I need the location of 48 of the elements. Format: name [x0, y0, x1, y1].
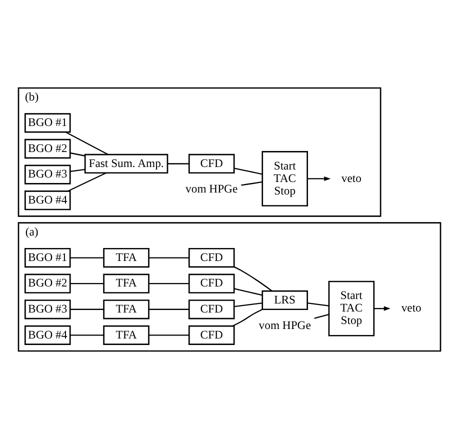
connector: [234, 288, 262, 296]
connector: [70, 334, 104, 336]
node-box: CFD: [188, 325, 235, 346]
connector: [70, 152, 86, 156]
node-text: vom HPGe: [258, 319, 311, 332]
node-box: TFA: [103, 274, 150, 294]
connector: [70, 283, 104, 284]
node-box: BGO #1: [24, 113, 71, 133]
connector: [148, 334, 190, 336]
node-box: BGO #2: [24, 274, 71, 294]
connector: [70, 168, 86, 172]
connector: [232, 308, 262, 327]
node-box: TFA: [103, 300, 150, 320]
connector: [308, 302, 329, 306]
connector: [241, 181, 262, 186]
connector: [168, 163, 189, 164]
connector: [66, 132, 108, 156]
arrow: [308, 176, 331, 181]
connector: [68, 172, 106, 192]
connector: [314, 314, 330, 319]
node-text: vom HPGe: [186, 182, 238, 196]
connector: [70, 257, 104, 258]
node-text: veto: [341, 172, 362, 185]
node-text: veto: [401, 302, 422, 315]
node-box: BGO #4: [24, 190, 71, 210]
node-box: Start TAC Stop: [262, 151, 308, 206]
node-box: BGO #3: [24, 300, 71, 320]
connector: [234, 168, 262, 175]
node-box: BGO #3: [24, 164, 71, 184]
node-box: BGO #2: [24, 138, 71, 159]
node-box: Fast Sum. Amp.: [84, 154, 168, 174]
node-box: CFD: [188, 300, 235, 320]
connector: [234, 302, 262, 308]
node-box: TFA: [103, 248, 150, 268]
node-box: CFD: [188, 154, 235, 174]
node-box: BGO #4: [24, 325, 71, 346]
connector: [148, 308, 190, 310]
connector: [148, 283, 190, 284]
node-box: BGO #1: [24, 248, 71, 268]
node-box: Start TAC Stop: [328, 280, 375, 336]
node-box: CFD: [188, 248, 235, 268]
node-box: CFD: [188, 274, 235, 294]
arrow: [374, 306, 390, 311]
node-box: TFA: [103, 325, 150, 346]
connector: [148, 257, 190, 258]
connector: [70, 308, 104, 310]
node-box: LRS: [262, 290, 308, 310]
connector: [234, 266, 272, 292]
